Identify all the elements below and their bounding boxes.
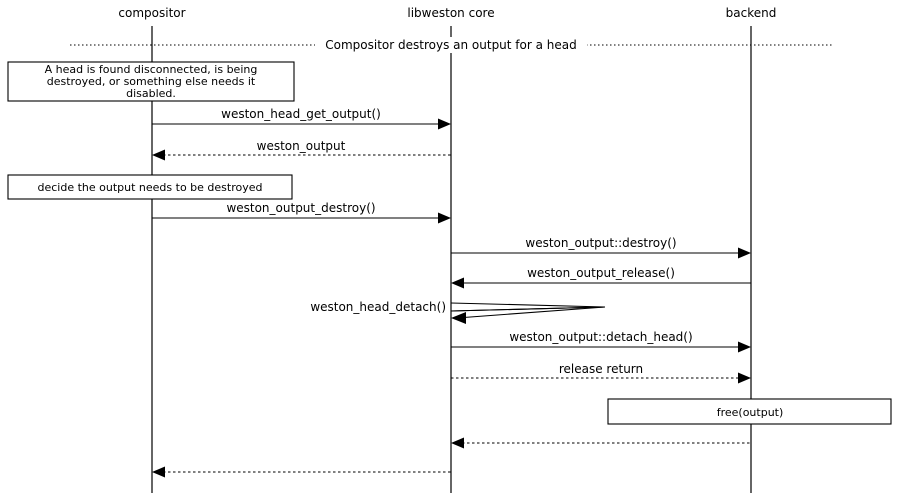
message-weston-output-destroy: weston_output_destroy() bbox=[152, 201, 451, 224]
note-free-output-label: free(output) bbox=[717, 406, 784, 419]
arrowhead-right-icon bbox=[738, 247, 751, 259]
message-weston-output-return-label-backdrop bbox=[250, 139, 355, 153]
arrowhead-left-icon bbox=[152, 466, 165, 478]
note-decide-destroy-box bbox=[7, 174, 293, 200]
note-free-output: free(output) bbox=[607, 398, 892, 425]
note-head-disconnected-box bbox=[7, 61, 295, 102]
note-decide-destroy-label: decide the output needs to be destroyed bbox=[38, 181, 263, 194]
arrowhead-right-icon bbox=[738, 372, 751, 384]
message-weston-output-destroy-label: weston_output_destroy() bbox=[226, 201, 375, 215]
message-weston-head-detach-loop-lower bbox=[450, 306, 606, 312]
message-backend-return bbox=[451, 437, 751, 449]
message-weston-output-return-label: weston_output bbox=[257, 139, 346, 153]
message-weston-head-detach: weston_head_detach() bbox=[310, 300, 606, 324]
arrowhead-left-icon bbox=[451, 277, 464, 289]
divider-label-backdrop bbox=[315, 37, 587, 53]
arrowhead-right-icon bbox=[738, 341, 751, 353]
message-weston-head-detach-loop-return bbox=[456, 306, 606, 319]
note-decide-destroy: decide the output needs to be destroyed bbox=[7, 174, 293, 200]
message-weston-output-detach-head: weston_output::detach_head() bbox=[451, 330, 751, 353]
note-free-output-box bbox=[607, 398, 892, 425]
arrowhead-left-icon bbox=[152, 149, 165, 161]
message-weston-output-destroy-vfunc-label: weston_output::destroy() bbox=[525, 236, 676, 250]
message-core-return bbox=[152, 466, 451, 478]
note-head-disconnected: A head is found disconnected, is being d… bbox=[7, 61, 295, 102]
message-weston-output-return: weston_output bbox=[152, 139, 451, 161]
participant-label-libweston-core: libweston core bbox=[407, 6, 494, 20]
arrowhead-right-icon bbox=[438, 118, 451, 130]
arrowhead-right-icon bbox=[438, 212, 451, 224]
message-weston-head-get-output-label: weston_head_get_output() bbox=[221, 107, 381, 121]
divider-label: Compositor destroys an output for a head bbox=[325, 38, 577, 52]
message-weston-head-detach-loop-upper bbox=[450, 302, 606, 312]
message-release-return-label-backdrop bbox=[549, 362, 653, 376]
message-weston-output-detach-head-label: weston_output::detach_head() bbox=[509, 330, 692, 344]
note-head-disconnected-line-3: disabled. bbox=[126, 87, 176, 100]
message-weston-output-release: weston_output_release() bbox=[451, 266, 751, 289]
arrowhead-left-icon bbox=[451, 312, 466, 324]
message-weston-head-get-output: weston_head_get_output() bbox=[152, 107, 451, 130]
message-weston-output-release-label: weston_output_release() bbox=[527, 266, 675, 280]
participant-label-backend: backend bbox=[726, 6, 777, 20]
note-head-disconnected-line-1: A head is found disconnected, is being bbox=[45, 63, 258, 76]
participant-label-compositor: compositor bbox=[118, 6, 185, 20]
message-weston-head-detach-label: weston_head_detach() bbox=[310, 300, 446, 314]
title-divider: Compositor destroys an output for a head bbox=[70, 37, 833, 53]
arrowhead-left-icon bbox=[451, 437, 464, 449]
participant-headers: compositor libweston core backend bbox=[118, 6, 776, 20]
note-head-disconnected-line-2: destroyed, or something else needs it bbox=[47, 75, 256, 88]
message-release-return: release return bbox=[451, 362, 751, 384]
message-release-return-label: release return bbox=[559, 362, 643, 376]
message-weston-output-destroy-vfunc: weston_output::destroy() bbox=[451, 236, 751, 259]
